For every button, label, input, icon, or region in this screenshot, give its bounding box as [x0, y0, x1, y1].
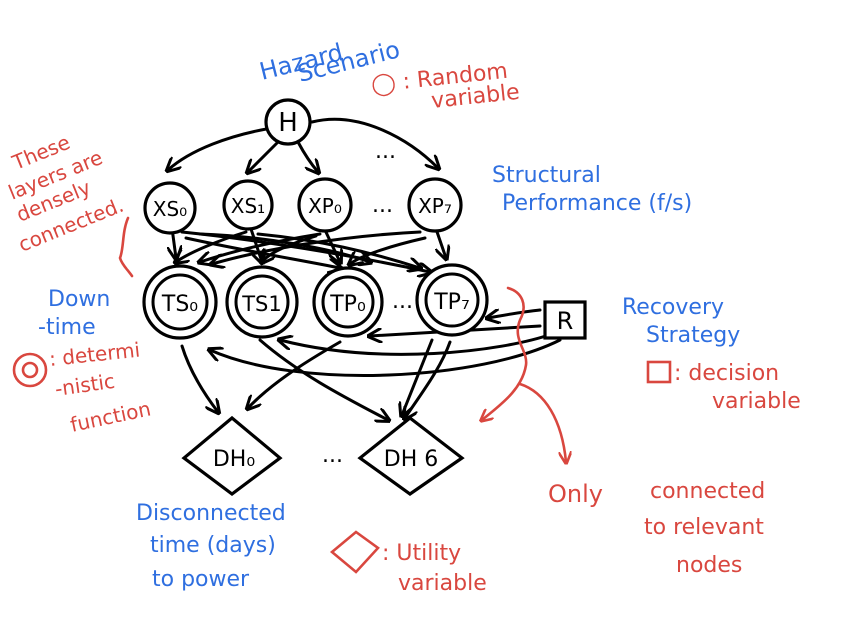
utility-legend-icon [329, 530, 380, 574]
edges-hazard [168, 117, 438, 172]
node-dh6: DH 6 [357, 415, 465, 496]
conn-label-1: connected [650, 479, 765, 504]
node-ts1-label: TS1 [241, 292, 282, 316]
ellipsis-top: ... [375, 139, 396, 164]
recovery-label-2: Strategy [646, 323, 740, 348]
blue-labels: Hazard Scenario Structural Performance (… [38, 35, 740, 592]
node-h: H [264, 98, 312, 146]
struct-label-1: Structural [492, 163, 601, 188]
edges-utility [180, 338, 452, 420]
conn-label-2: to relevant [644, 515, 764, 540]
disc-label-2: time (days) [150, 533, 276, 558]
det-label-3: function [68, 396, 153, 436]
node-tp7-label: TP₇ [433, 290, 470, 315]
det-label-2: -nistic [53, 369, 116, 401]
ellipsis-struct: ... [372, 193, 393, 218]
node-xs0: XS₀ [143, 181, 197, 235]
node-dh0-label: DH₀ [213, 447, 255, 472]
decision-label-2: variable [712, 389, 801, 414]
utility-label-2: variable [398, 571, 487, 596]
node-xp0: XP₀ [297, 177, 353, 233]
utility-label-1: : Utility [382, 541, 461, 566]
node-xs0-label: XS₀ [153, 197, 187, 221]
node-xp7: XP₇ [407, 177, 463, 233]
node-h-label: H [278, 108, 298, 138]
recovery-label-1: Recovery [622, 295, 724, 320]
node-tp0-label: TP₀ [329, 292, 366, 317]
node-xs1-label: XS₁ [231, 194, 265, 218]
deterministic-legend-icon [12, 352, 48, 388]
node-xp0-label: XP₀ [308, 194, 342, 218]
det-label-1: : determi [48, 338, 141, 371]
node-ts0-label: TS₀ [161, 292, 198, 317]
ellipsis-utility: ... [322, 443, 343, 468]
disc-label-3: to power [152, 567, 250, 592]
conn-label-3: nodes [676, 553, 742, 578]
node-dh6-label: DH 6 [384, 447, 438, 472]
node-tp0: TP₀ [312, 266, 384, 338]
down-label-1: Down [48, 287, 110, 312]
decision-label-1: : decision [674, 361, 779, 386]
node-xp7-label: XP₇ [418, 194, 452, 218]
ellipsis-down: ... [392, 289, 413, 314]
node-tp7: TP₇ [415, 263, 489, 337]
down-label-2: -time [38, 315, 96, 340]
node-dh0: DH₀ [181, 415, 283, 496]
node-ts0: TS₀ [142, 264, 218, 340]
red-marks [12, 216, 672, 574]
decision-legend-icon [646, 360, 672, 384]
disc-label-1: Disconnected [136, 501, 286, 526]
node-ts1: TS1 [225, 265, 299, 339]
edges-dense [172, 224, 446, 272]
struct-label-2: Performance (f/s) [502, 191, 692, 216]
node-xs1: XS₁ [222, 179, 274, 231]
node-r: R [543, 300, 587, 340]
node-r-label: R [557, 307, 574, 335]
only-label: Only [548, 480, 603, 508]
